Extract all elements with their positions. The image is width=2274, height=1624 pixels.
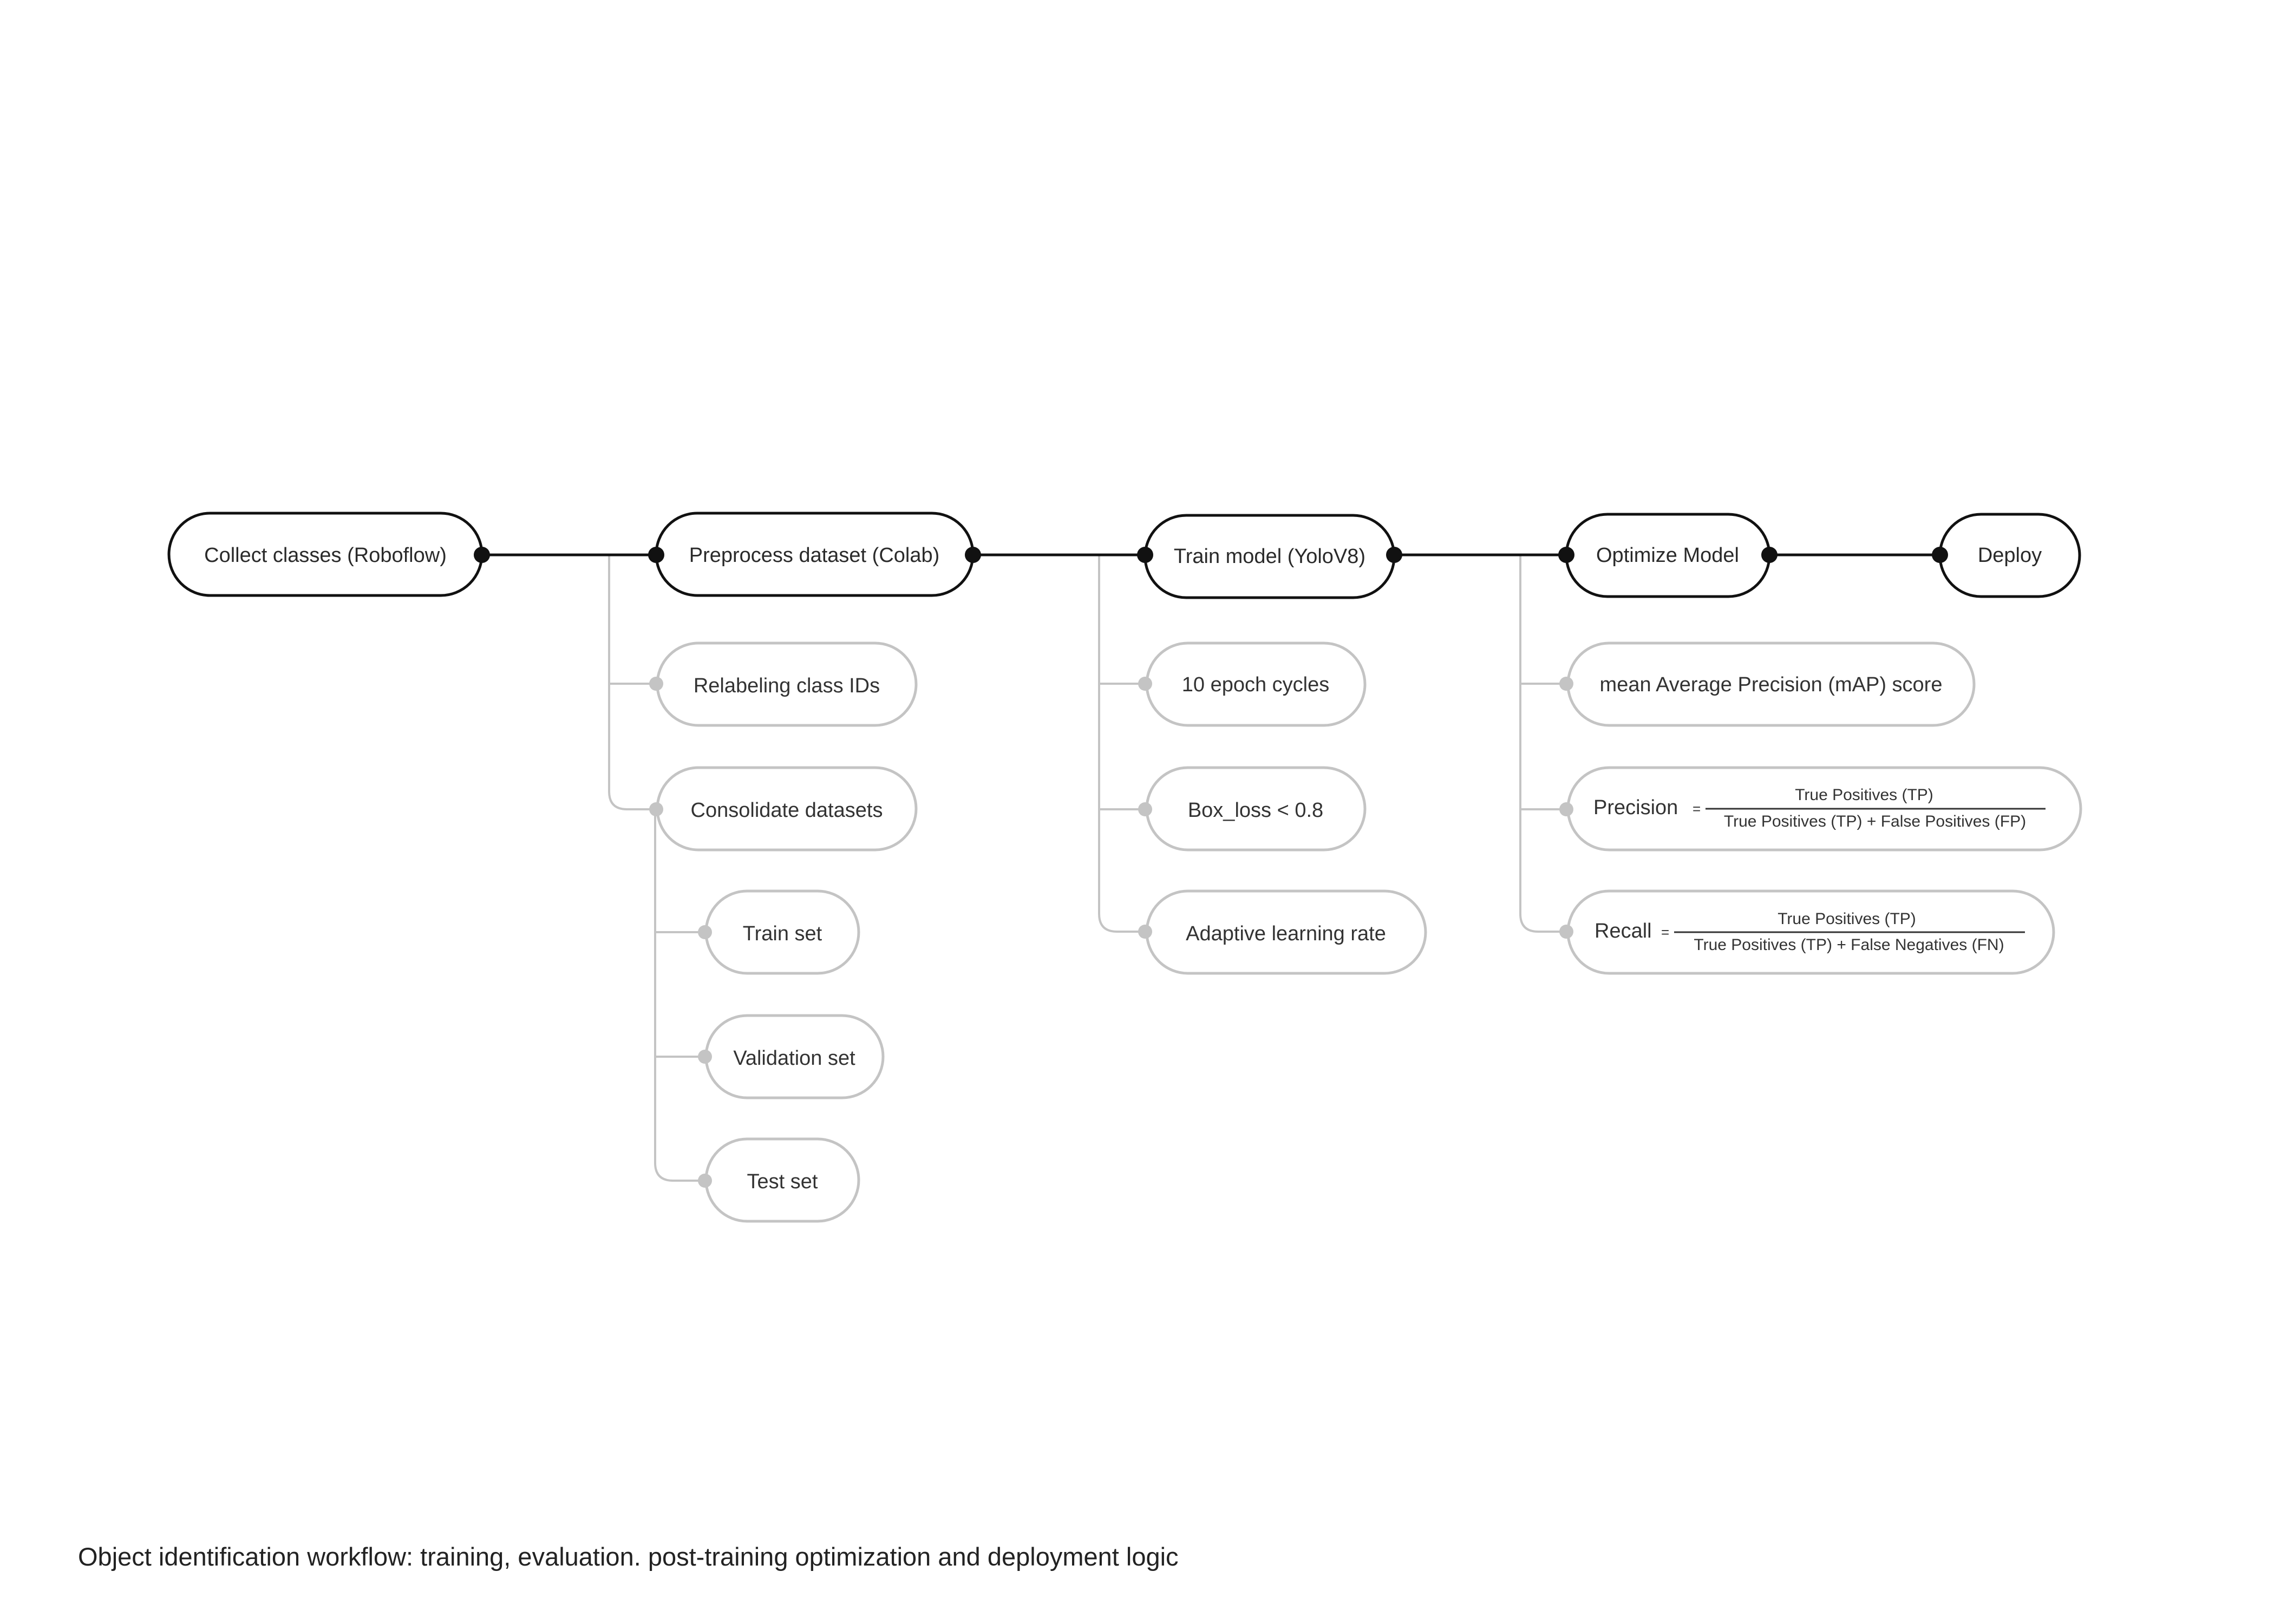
recall-label: Recall xyxy=(1595,920,1652,942)
node-train-label: Train model (YoloV8) xyxy=(1174,545,1365,568)
node-optimize-label: Optimize Model xyxy=(1596,544,1739,567)
node-consolidate-label: Consolidate datasets xyxy=(691,799,883,822)
dot-test-set xyxy=(698,1174,712,1188)
recall-numerator: True Positives (TP) xyxy=(1778,910,1916,928)
precision-denominator: True Positives (TP) + False Positives (F… xyxy=(1724,813,2026,830)
node-validation-set-label: Validation set xyxy=(733,1047,855,1070)
connector-preprocess-branch xyxy=(608,555,655,810)
node-adaptive-lr-label: Adaptive learning rate xyxy=(1186,922,1386,945)
node-preprocess-label: Preprocess dataset (Colab) xyxy=(689,544,940,567)
recall-denominator: True Positives (TP) + False Negatives (F… xyxy=(1694,936,2004,954)
figure-caption: Object identification workflow: training… xyxy=(78,1542,1179,1571)
node-collect-label: Collect classes (Roboflow) xyxy=(204,544,447,567)
dot-recall xyxy=(1559,925,1573,939)
node-relabel-label: Relabeling class IDs xyxy=(694,675,880,697)
dot-consolidate xyxy=(649,802,663,816)
node-deploy-label: Deploy xyxy=(1978,544,2042,567)
dot-collect-out xyxy=(474,547,490,563)
dot-adaptive-lr xyxy=(1138,925,1152,939)
dot-train-in xyxy=(1137,547,1153,563)
dot-preprocess-out xyxy=(965,547,981,563)
connector-consolidate-branch xyxy=(654,809,705,1182)
dot-box-loss xyxy=(1138,802,1152,816)
node-epochs-label: 10 epoch cycles xyxy=(1182,673,1330,696)
precision-formula: Precision = True Positives (TP) True Pos… xyxy=(1593,786,2046,830)
dot-train-set xyxy=(698,925,712,939)
node-map-label: mean Average Precision (mAP) score xyxy=(1600,673,1943,696)
dot-deploy-in xyxy=(1932,547,1948,563)
node-test-set-label: Test set xyxy=(747,1170,818,1193)
connector-train-branch xyxy=(1098,555,1145,933)
recall-equals: = xyxy=(1661,924,1669,940)
sub-connector-dots xyxy=(649,677,1573,1188)
precision-label: Precision xyxy=(1593,796,1678,819)
dot-validation-set xyxy=(698,1050,712,1064)
connector-optimize-branch xyxy=(1519,555,1566,933)
precision-numerator: True Positives (TP) xyxy=(1795,786,1933,804)
dot-relabel xyxy=(649,677,663,691)
dot-optimize-in xyxy=(1558,547,1574,563)
precision-equals: = xyxy=(1693,801,1701,817)
dot-train-out xyxy=(1386,547,1402,563)
main-connector-dots xyxy=(474,547,1948,563)
node-train-set-label: Train set xyxy=(743,922,822,945)
branch-connectors xyxy=(608,555,1566,1182)
node-box-loss-label: Box_loss < 0.8 xyxy=(1188,799,1323,822)
dot-epochs xyxy=(1138,677,1152,691)
dot-preprocess-in xyxy=(648,547,664,563)
dot-map xyxy=(1559,677,1573,691)
recall-formula: Recall = True Positives (TP) True Positi… xyxy=(1595,910,2025,954)
dot-optimize-out xyxy=(1761,547,1778,563)
dot-precision xyxy=(1559,802,1573,816)
